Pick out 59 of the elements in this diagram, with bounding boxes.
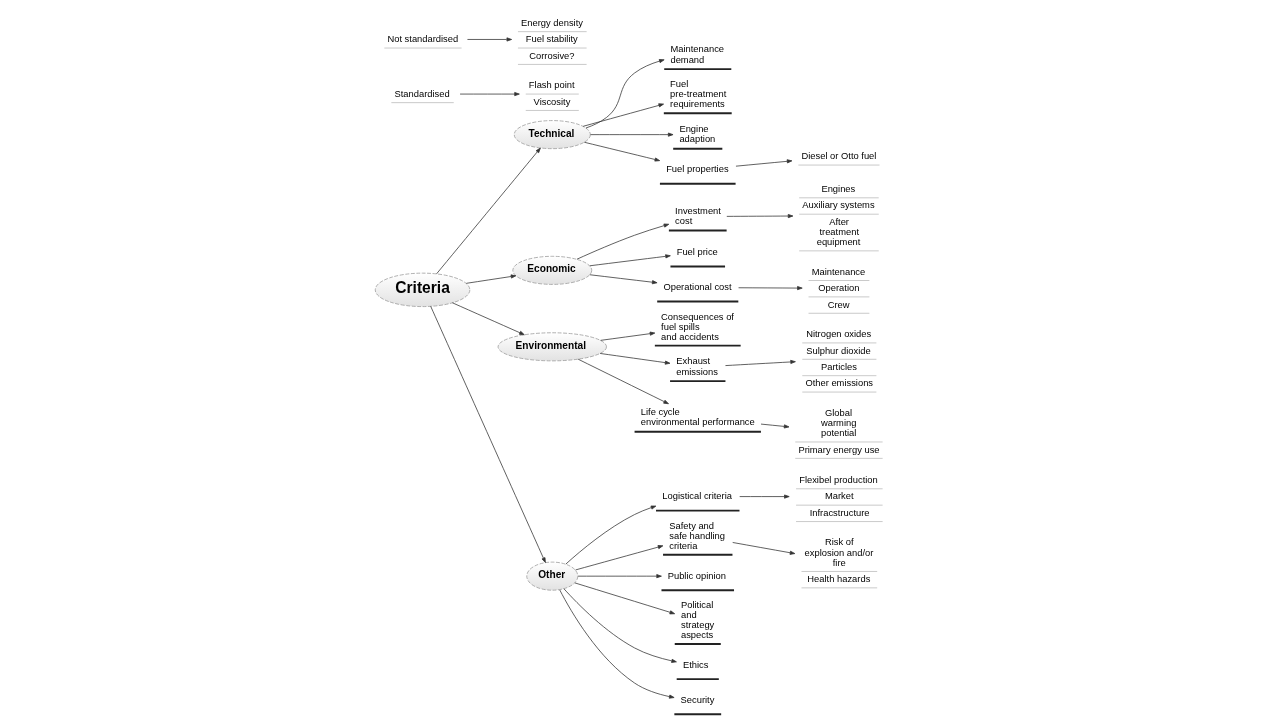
arrow — [575, 545, 664, 571]
node-text: Consequences of fuel spills and accidents — [661, 311, 734, 342]
node-text: Maintenance demand — [670, 44, 725, 65]
node-ellipse: Criteria — [374, 272, 471, 307]
arrow — [574, 582, 676, 615]
arrow — [577, 574, 662, 579]
node-text: Security — [680, 694, 715, 705]
node-text: Not standardised — [387, 34, 459, 45]
arrow — [738, 286, 803, 291]
node-text: Political and strategy aspects — [680, 599, 715, 641]
node-text: Risk of explosion and/or fire Health hazards — [804, 537, 874, 585]
node-ellipse: Other — [526, 561, 579, 591]
arrow — [739, 494, 790, 499]
arrow — [732, 542, 796, 555]
node-text: Energy density Fuel stability Corrosive? — [521, 17, 583, 61]
node-text: Exhaust emissions — [676, 356, 718, 377]
arrow — [563, 588, 677, 663]
node-text: Safety and safe handling criteria — [669, 520, 725, 551]
node-text: Investment cost — [675, 205, 721, 227]
node-ellipse: Technical — [513, 120, 591, 150]
arrow — [585, 59, 665, 129]
arrow — [725, 359, 796, 366]
node-text: Standardised — [394, 88, 450, 99]
arrow — [466, 274, 517, 284]
arrow — [735, 159, 793, 167]
node-text: Diesel or Otto fuel — [801, 151, 877, 162]
arrow — [599, 353, 671, 365]
arrow — [452, 302, 525, 336]
node-text: Public opinion — [667, 570, 727, 581]
arrow — [559, 589, 675, 699]
arrow — [589, 274, 658, 285]
arrow — [577, 358, 669, 405]
node-text: Operational cost — [663, 281, 732, 292]
node-text: Fuel properties — [666, 164, 729, 175]
arrow — [726, 214, 794, 219]
arrow — [436, 147, 541, 275]
arrow — [467, 37, 512, 42]
arrow — [760, 423, 790, 429]
node-text: Global warming potential Primary energy use — [798, 407, 880, 455]
node-text: Engines Auxiliary systems After treatment equipment — [802, 184, 875, 248]
node-text: Flexibel production Market Infracstructure — [799, 475, 878, 518]
arrow — [582, 103, 664, 127]
node-text: Flash point Viscosity — [528, 80, 575, 107]
arrow — [565, 505, 657, 565]
arrow — [430, 305, 546, 563]
node-text: Maintenance Operation Crew — [811, 266, 866, 310]
arrow — [583, 141, 661, 162]
node-text: Fuel pre-treatment requirements — [670, 79, 727, 110]
arrow — [590, 132, 674, 137]
node-text: Life cycle environmental performance — [640, 407, 755, 428]
arrow — [589, 254, 671, 267]
node-text: Logistical criteria — [662, 491, 732, 502]
node-text: Engine adaption — [679, 123, 716, 145]
node-text: Nitrogen oxides Sulphur dioxide Particles Other emissions — [805, 329, 874, 389]
node-text: Ethics — [682, 659, 709, 670]
arrow — [576, 223, 670, 260]
arrow — [600, 331, 656, 341]
node-text: Fuel price — [676, 246, 718, 257]
arrow — [459, 92, 520, 97]
